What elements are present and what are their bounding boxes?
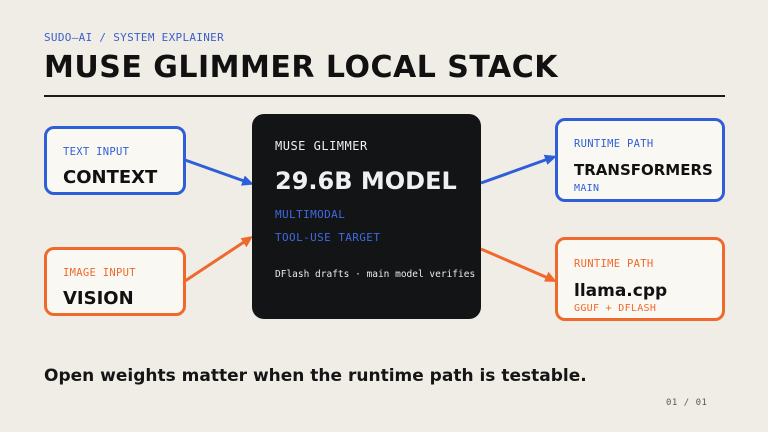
runtime-llamacpp-name: llama.cpp (574, 281, 668, 301)
model-size: 29.6B MODEL (275, 167, 457, 195)
runtime-llamacpp-label: RUNTIME PATH (574, 258, 654, 270)
runtime-llamacpp-box: RUNTIME PATH llama.cpp GGUF + DFLASH (555, 237, 725, 321)
model-tag-multimodal: MULTIMODAL (275, 208, 346, 221)
text-input-box: TEXT INPUT CONTEXT (44, 126, 186, 195)
runtime-transformers-sub: MAIN (574, 183, 600, 194)
model-name: MUSE GLIMMER (275, 139, 368, 153)
eyebrow-label: SUDO—AI / SYSTEM EXPLAINER (44, 31, 224, 44)
footer-tagline: Open weights matter when the runtime pat… (44, 366, 587, 386)
runtime-transformers-name: TRANSFORMERS (574, 161, 713, 179)
arrow-text-to-model (184, 158, 254, 186)
page-title: MUSE GLIMMER LOCAL STACK (44, 50, 558, 85)
arrow-image-to-model (184, 236, 253, 283)
arrow-model-to-transformers (480, 154, 557, 185)
runtime-transformers-label: RUNTIME PATH (574, 138, 654, 150)
title-divider (44, 95, 725, 97)
page-number: 01 / 01 (666, 398, 708, 408)
image-input-label: IMAGE INPUT (63, 267, 136, 279)
text-input-value: CONTEXT (63, 167, 158, 188)
runtime-transformers-box: RUNTIME PATH TRANSFORMERS MAIN (555, 118, 725, 202)
model-note: DFlash drafts · main model verifies (275, 269, 476, 280)
runtime-llamacpp-sub: GGUF + DFLASH (574, 303, 657, 314)
text-input-label: TEXT INPUT (63, 146, 130, 158)
model-tag-tool-use: TOOL-USE TARGET (275, 231, 381, 244)
model-card: MUSE GLIMMER 29.6B MODEL MULTIMODAL TOOL… (252, 114, 481, 319)
arrow-model-to-llamacpp (480, 247, 557, 282)
image-input-box: IMAGE INPUT VISION (44, 247, 186, 316)
image-input-value: VISION (63, 288, 134, 309)
